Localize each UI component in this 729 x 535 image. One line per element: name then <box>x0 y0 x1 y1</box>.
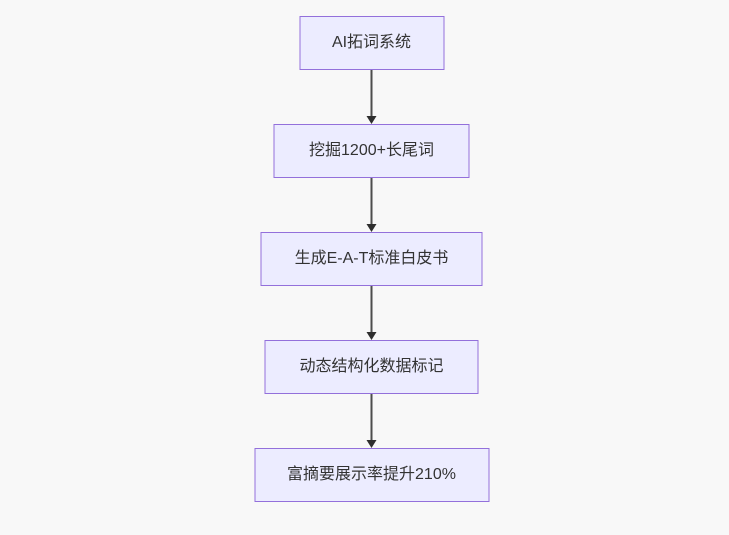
node-label: 富摘要展示率提升210% <box>287 466 456 483</box>
arrow-n3-n4 <box>366 286 377 340</box>
arrow-line <box>370 394 373 441</box>
arrow-n4-n5 <box>366 394 377 448</box>
arrow-line <box>370 70 373 117</box>
flow-node-rich-snippet-rate-increase: 富摘要展示率提升210% <box>254 448 489 502</box>
arrow-line <box>370 178 373 225</box>
arrow-line <box>370 286 373 333</box>
node-label: AI拓词系统 <box>331 34 412 51</box>
flowchart: AI拓词系统 挖掘1200+长尾词 生成E-A-T标准白皮书 动态结构化数据标记 <box>254 16 489 502</box>
arrow-head-icon <box>366 332 377 340</box>
flow-node-ai-word-expansion-system: AI拓词系统 <box>299 16 444 70</box>
flow-node-dynamic-structured-data-markup: 动态结构化数据标记 <box>264 340 479 394</box>
node-label: 生成E-A-T标准白皮书 <box>294 250 449 267</box>
arrow-n1-n2 <box>366 70 377 124</box>
arrow-head-icon <box>366 224 377 232</box>
node-label: 挖掘1200+长尾词 <box>309 142 434 159</box>
flow-node-mine-longtail-keywords: 挖掘1200+长尾词 <box>273 124 470 178</box>
node-label: 动态结构化数据标记 <box>299 358 444 375</box>
arrow-head-icon <box>366 116 377 124</box>
flow-node-generate-eat-whitepaper: 生成E-A-T标准白皮书 <box>260 232 483 286</box>
arrow-head-icon <box>366 440 377 448</box>
arrow-n2-n3 <box>366 178 377 232</box>
